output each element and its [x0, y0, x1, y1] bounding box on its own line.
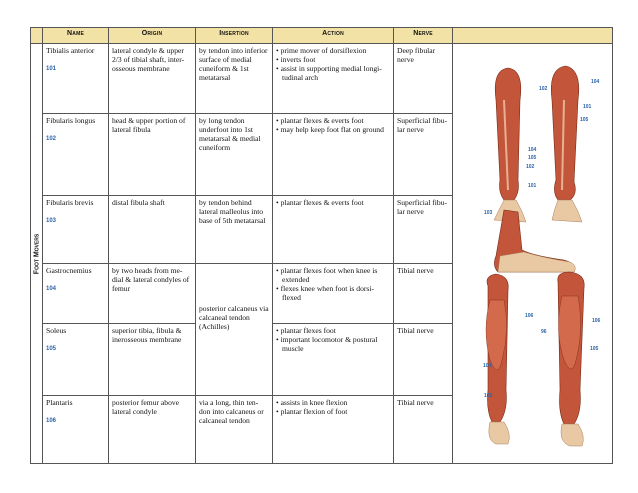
header-spacer — [30, 27, 43, 44]
muscle-name: Plantaris — [46, 398, 73, 407]
muscle-number: 104 — [46, 286, 57, 292]
muscle-name: Gastrocnemius — [46, 266, 92, 275]
origin-cell: posterior femur above lateral condyle — [108, 395, 196, 464]
action-item: plantar flexes foot when knee is extende… — [276, 266, 390, 284]
figure-label: 106 — [592, 318, 601, 324]
figure-label: 105 — [528, 155, 537, 161]
origin-cell: head & upper portion of lateral fibula — [108, 113, 196, 196]
figure-label: 102 — [539, 86, 548, 92]
action-item: plantar flexes & everts foot — [276, 198, 390, 207]
figure-label: 105 — [484, 393, 493, 399]
figure-label: 104 — [483, 363, 492, 369]
action-item: flexes knee when foot is dorsi-flexed — [276, 284, 390, 302]
muscle-name-cell: Soleus 105 — [42, 323, 109, 396]
figure-label: 104 — [528, 147, 537, 153]
nerve-cell: Deep fibular nerve — [393, 43, 453, 114]
insertion-cell: by tendon into inferior surface of media… — [195, 43, 273, 114]
action-cell: prime mover of dorsiflexion inverts foot… — [272, 43, 394, 114]
action-item: plantar flexion of foot — [276, 407, 390, 416]
figure-label: 103 — [484, 210, 493, 216]
anterior-legs-figure — [493, 65, 583, 223]
action-item: assists in knee flexion — [276, 398, 390, 407]
muscle-name-cell: Fibularis brevis 103 — [42, 195, 109, 264]
table-row: Fibularis longus 102 head & upper portio… — [31, 113, 613, 196]
muscle-name: Fibularis longus — [46, 116, 96, 125]
figure-label: 106 — [525, 313, 534, 319]
muscle-number: 105 — [46, 346, 57, 352]
origin-cell: by two heads from me-dial & lateral cond… — [108, 263, 196, 324]
action-cell: assists in knee flexion plantar flexion … — [272, 395, 394, 464]
figure-label: 96 — [541, 329, 547, 335]
header-nerve: Nerve — [393, 27, 453, 44]
nerve-cell: Tibial nerve — [393, 395, 453, 464]
insertion-cell: via a long, thin ten-don into calcaneus … — [195, 395, 273, 464]
action-cell: plantar flexes & everts foot may help ke… — [272, 113, 394, 196]
figure-label: 104 — [591, 79, 600, 85]
figure-label: 101 — [583, 104, 592, 110]
header-action: Action — [272, 27, 394, 44]
header-figure-spacer — [452, 27, 613, 44]
action-item: plantar flexes & everts foot — [276, 116, 390, 125]
illustration-cell — [452, 43, 613, 464]
muscle-name-cell: Fibularis longus 102 — [42, 113, 109, 196]
header-name: Name — [42, 27, 109, 44]
muscle-name-cell: Plantaris 106 — [42, 395, 109, 464]
figure-label: 102 — [526, 164, 535, 170]
nerve-cell: Tibial nerve — [393, 323, 453, 396]
muscle-name-cell: Tibialis anterior 101 — [42, 43, 109, 114]
origin-cell: distal fibula shaft — [108, 195, 196, 264]
group-label: Foot Movers — [33, 233, 40, 274]
figure-label: 105 — [580, 117, 589, 123]
action-cell: plantar flexes foot when knee is extende… — [272, 263, 394, 324]
header-row: Name Origin Insertion Action Nerve — [30, 27, 613, 44]
muscle-name: Soleus — [46, 326, 67, 335]
action-cell: plantar flexes foot important locomotor … — [272, 323, 394, 396]
nerve-cell: Superficial fibu-lar nerve — [393, 195, 453, 264]
insertion-text: posterior calcaneus via calcaneal tendon… — [199, 304, 269, 331]
action-item: important locomotor & postural muscle — [276, 335, 390, 353]
action-cell: plantar flexes & everts foot — [272, 195, 394, 264]
header-insertion: Insertion — [195, 27, 273, 44]
action-item: prime mover of dorsiflexion — [276, 46, 390, 55]
table-row: Foot Movers Tibialis anterior 101 latera… — [30, 43, 613, 464]
insertion-cell: by tendon behind lateral malleolus into … — [195, 195, 273, 264]
origin-cell: lateral condyle & upper 2/3 of tibial sh… — [108, 43, 196, 114]
nerve-cell: Superficial fibu-lar nerve — [393, 113, 453, 196]
muscle-number: 106 — [46, 418, 57, 424]
lateral-foot-figure — [494, 209, 576, 273]
header-origin: Origin — [108, 27, 196, 44]
action-item: plantar flexes foot — [276, 326, 390, 335]
muscle-name-cell: Gastrocnemius 104 — [42, 263, 109, 324]
muscle-number: 102 — [46, 136, 57, 142]
group-cell: Foot Movers — [30, 43, 43, 464]
leg-muscle-illustration — [485, 65, 585, 447]
figure-label: 105 — [590, 346, 599, 352]
muscle-number: 101 — [46, 66, 57, 72]
action-item: may help keep foot flat on ground — [276, 125, 390, 134]
insertion-cell-shared: posterior calcaneus via calcaneal tendon… — [195, 263, 273, 396]
table-row: Plantaris 106 posterior femur above late… — [31, 395, 613, 464]
posterior-legs-figure — [485, 271, 585, 447]
action-item: inverts foot — [276, 55, 390, 64]
nerve-cell: Tibial nerve — [393, 263, 453, 324]
muscle-name: Tibialis anterior — [46, 46, 95, 55]
table-row: Soleus 105 superior tibia, fibula & iner… — [31, 323, 613, 396]
origin-cell: superior tibia, fibula & inerosseous mem… — [108, 323, 196, 396]
action-item: assist in supporting medial longi-tudina… — [276, 64, 390, 82]
muscle-number: 103 — [46, 218, 57, 224]
muscle-table: Name Origin Insertion Action Nerve Foot … — [30, 27, 613, 464]
muscle-name: Fibularis brevis — [46, 198, 94, 207]
table-row: Fibularis brevis 103 distal fibula shaft… — [31, 195, 613, 264]
figure-label: 101 — [528, 183, 537, 189]
insertion-cell: by long tendon underfoot into 1st metata… — [195, 113, 273, 196]
